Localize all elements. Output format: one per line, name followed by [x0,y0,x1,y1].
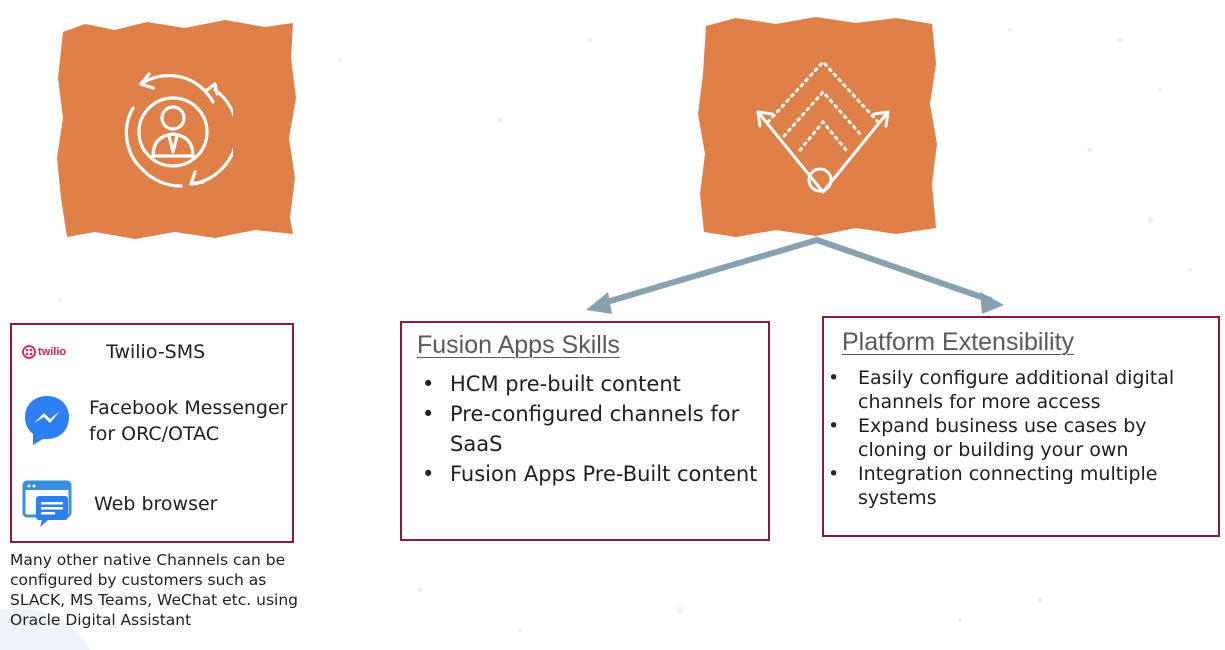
channels-note: Many other native Channels can be config… [10,551,298,629]
platform-bullet-list: Easily configure additional digital chan… [828,366,1218,510]
channels-box: twilio Twilio-SMS Facebook Messenger for… [10,323,294,543]
bullet-item: Fusion Apps Pre-Built content [418,459,763,489]
bullet-item: Expand business use cases by cloning or … [828,414,1218,462]
twilio-logo-text: twilio [38,346,67,358]
bullet-item: Easily configure additional digital chan… [828,366,1218,414]
channel-messenger: Facebook Messenger for ORC/OTAC [22,393,288,449]
person-cycle-icon [124,72,233,188]
bullet-item: Pre-configured channels for SaaS [418,399,763,459]
fusion-box-title: Fusion Apps Skills [417,331,620,359]
arrow-to-fusion [597,237,820,307]
channel-label: Web browser [94,493,218,515]
platform-box-title: Platform Extensibility [842,328,1075,356]
bullet-item: HCM pre-built content [418,369,763,399]
twilio-logo-icon: twilio [22,345,84,359]
platform-extensibility-box: Platform Extensibility Easily configure … [822,316,1220,537]
facebook-messenger-icon [25,396,69,445]
person-cycle-tile [55,18,299,240]
arrow-to-platform [814,237,993,303]
strategy-arrows-icon [756,59,890,194]
bullet-item: Integration connecting multiple systems [828,462,1218,510]
fusion-bullet-list: HCM pre-built content Pre-configured cha… [418,369,763,489]
channel-label: Facebook Messenger for ORC/OTAC [89,397,288,445]
web-browser-icon [22,480,72,527]
channel-label: Twilio-SMS [106,341,206,363]
channel-web-browser: Web browser [22,480,217,528]
channel-twilio: twilio Twilio-SMS [22,339,205,365]
strategy-tile [696,14,940,240]
fusion-apps-skills-box: Fusion Apps Skills HCM pre-built content… [400,321,770,541]
